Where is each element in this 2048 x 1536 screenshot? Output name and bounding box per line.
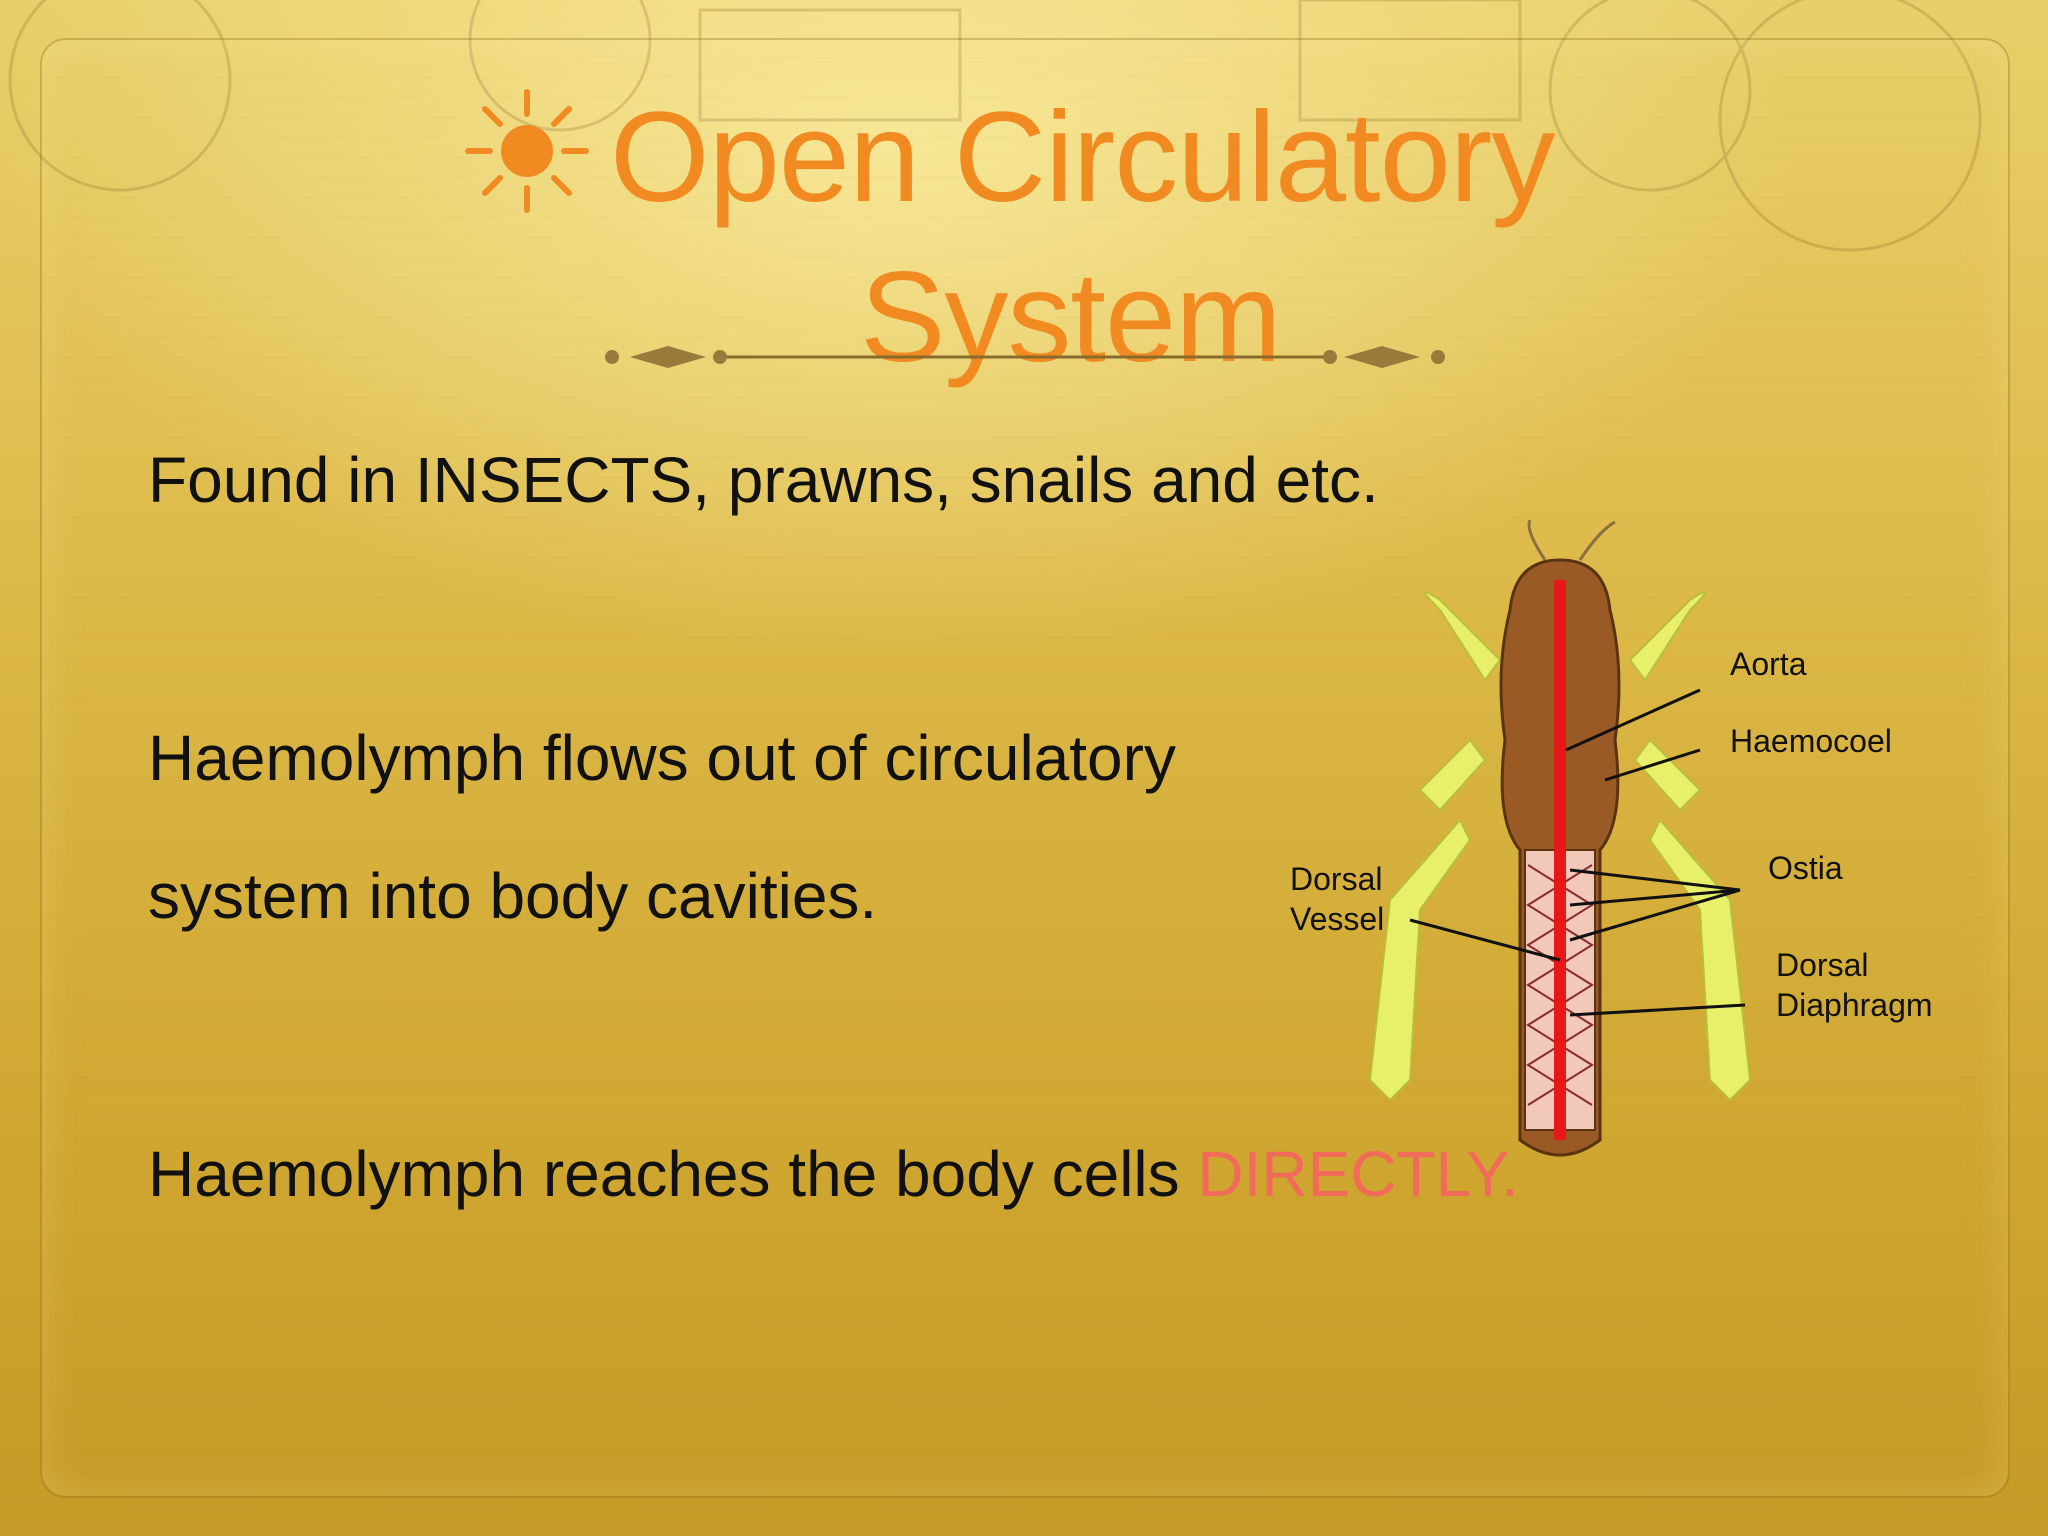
ruled-lines (40, 38, 2006, 1494)
postage-stamp-decoration (8, 0, 1982, 252)
slide-title: Open Circulatory System (610, 78, 1710, 398)
label-aorta: Aorta (1730, 646, 1807, 682)
insect-circulatory-diagram: Aorta Haemocoel Ostia Dorsal Vessel Dors… (1290, 520, 1933, 1157)
slide-frame (40, 38, 2010, 1498)
insect-legs (1368, 591, 1752, 1102)
diaphragm-pattern (1526, 864, 1594, 1106)
label-leader-lines (1409, 688, 1746, 1017)
bullet-found-in: Found in INSECTS, prawns, snails and etc… (148, 444, 1379, 516)
title-line-1: Open Circulatory (610, 86, 1555, 229)
title-divider-ornament (605, 346, 1445, 368)
label-dorsal-diaphragm-1: Dorsal (1776, 947, 1868, 983)
title-line-2: System (860, 246, 1282, 389)
bullet-haemolymph-reaches: Haemolymph reaches the body cells DIRECT… (148, 1134, 1519, 1214)
bullet-reaches-text: Haemolymph reaches the body cells (148, 1138, 1198, 1210)
label-dorsal-vessel-2: Vessel (1290, 901, 1384, 937)
directly-highlight: DIRECTLY. (1197, 1138, 1519, 1210)
label-ostia: Ostia (1768, 850, 1843, 886)
label-haemocoel: Haemocoel (1730, 723, 1892, 759)
label-dorsal-vessel-1: Dorsal (1290, 861, 1382, 897)
bullet-haemolymph-flows-line2: system into body cavities. (148, 860, 878, 932)
sun-icon (465, 89, 589, 213)
bullet-haemolymph-flows-line1: Haemolymph flows out of circulatory (148, 722, 1176, 794)
label-dorsal-diaphragm-2: Diaphragm (1776, 987, 1933, 1023)
insect-antennae (1527, 520, 1616, 561)
title-block: Open Circulatory System (460, 78, 1700, 389)
